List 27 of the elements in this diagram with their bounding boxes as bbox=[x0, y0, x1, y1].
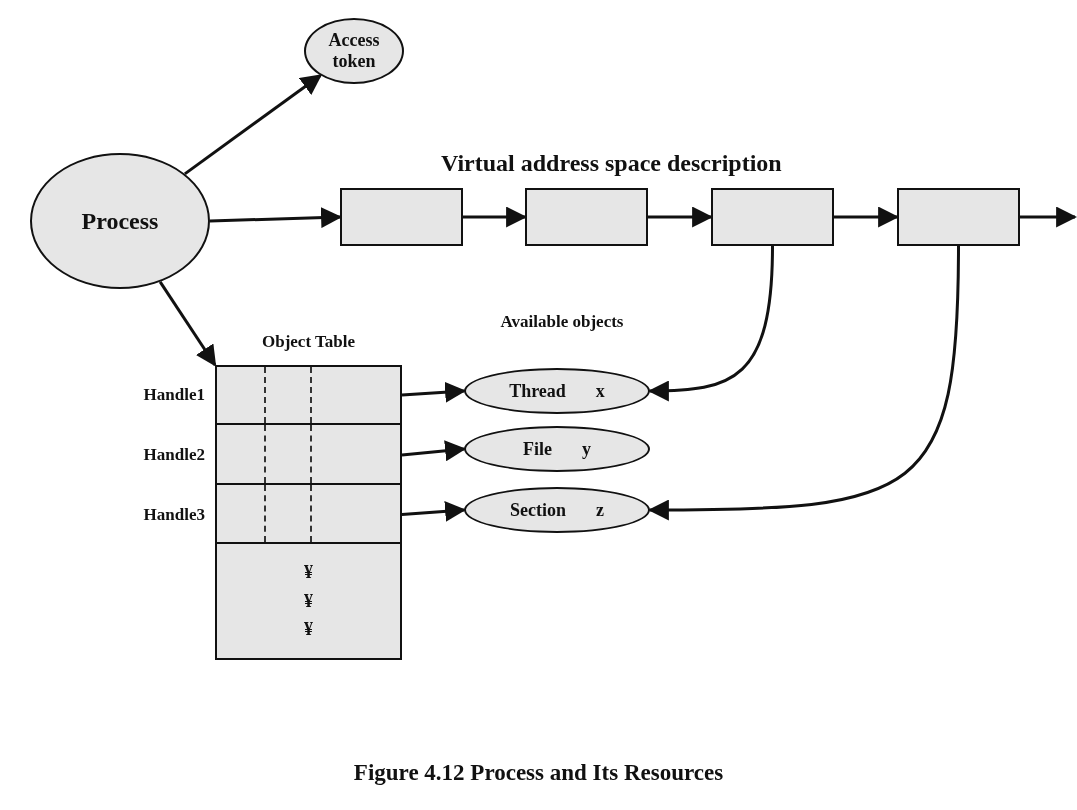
table-row bbox=[215, 485, 402, 544]
list-box bbox=[525, 188, 648, 246]
table-heading: Object Table bbox=[261, 332, 355, 352]
node-label: Process bbox=[81, 207, 159, 235]
handle-label: Handle1 bbox=[142, 385, 205, 405]
arrow bbox=[184, 74, 323, 176]
list-box bbox=[897, 188, 1020, 246]
node-label: File bbox=[523, 438, 552, 460]
arrow bbox=[1020, 206, 1077, 228]
handle-label: Handle2 bbox=[142, 445, 205, 465]
list-box bbox=[340, 188, 463, 246]
node-label: Access token bbox=[327, 30, 381, 72]
list-box bbox=[215, 544, 402, 660]
handle-label: Handle3 bbox=[142, 504, 205, 525]
ellipsis-marks: ¥ ¥ ¥ bbox=[303, 560, 314, 642]
node-label: y bbox=[582, 438, 591, 460]
table-row bbox=[215, 425, 402, 485]
arrow bbox=[158, 281, 217, 367]
caption: Figure 4.12 Process and Its Resources bbox=[352, 760, 725, 786]
node-label: x bbox=[595, 380, 605, 402]
heading-label: Virtual address space description bbox=[441, 150, 782, 177]
node-label: z bbox=[596, 499, 604, 521]
list-box bbox=[711, 188, 834, 246]
node-label: Section bbox=[510, 499, 566, 521]
node-label: Thread bbox=[509, 380, 566, 402]
table-row bbox=[215, 365, 402, 425]
group-label: Available objects bbox=[499, 312, 625, 332]
